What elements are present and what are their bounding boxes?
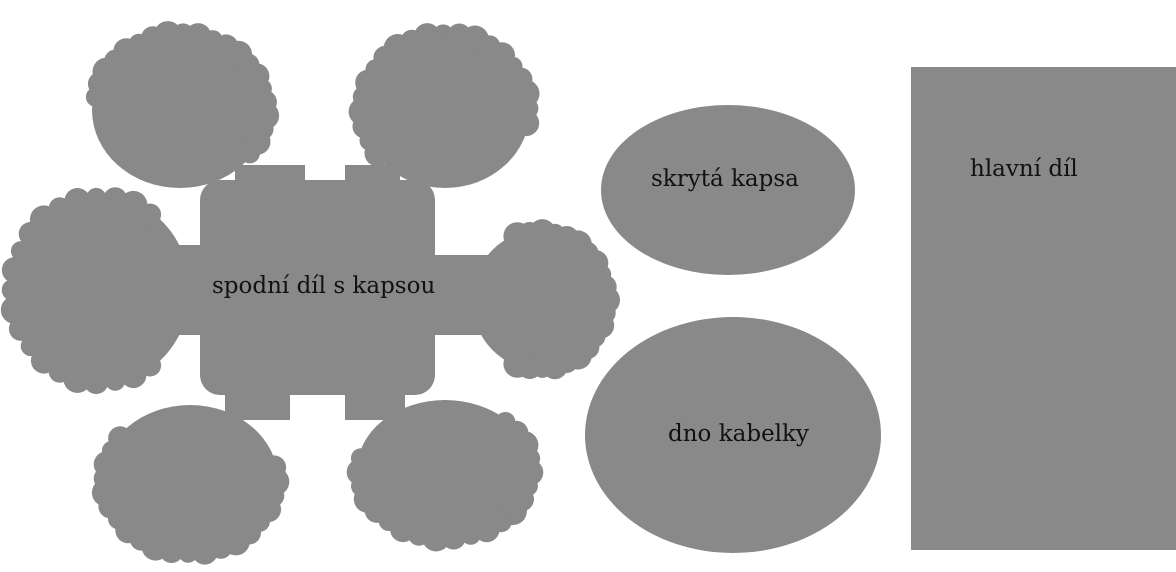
main-rect bbox=[911, 67, 1176, 550]
neck-bottom-right bbox=[345, 370, 405, 420]
petal-scallop bbox=[178, 542, 199, 563]
petal-scallop bbox=[86, 187, 107, 208]
petal-scallop bbox=[10, 241, 31, 262]
petal-scallop bbox=[139, 203, 162, 226]
flower-core bbox=[200, 180, 435, 395]
petal-scallop bbox=[460, 524, 481, 545]
petal-scallop bbox=[108, 426, 133, 451]
petal-top-left bbox=[92, 32, 268, 188]
petal-top-right bbox=[360, 32, 530, 188]
main-label: hlavní díl bbox=[970, 156, 1078, 182]
bottom-label: dno kabelky bbox=[668, 421, 809, 447]
petal-scallop bbox=[350, 448, 371, 469]
petal-scallop bbox=[30, 347, 57, 374]
petal-scallop bbox=[0, 295, 29, 324]
pocket-oval bbox=[601, 105, 855, 275]
petal-scallop bbox=[414, 23, 441, 50]
petal-scallop bbox=[1, 257, 28, 284]
flower-piece bbox=[0, 21, 620, 565]
petal-scallop bbox=[20, 336, 41, 357]
petal-scallop bbox=[503, 349, 532, 378]
flower-label: spodní díl s kapsou bbox=[212, 273, 435, 299]
pocket-label: skrytá kapsa bbox=[651, 166, 799, 192]
petal-scallop bbox=[105, 370, 126, 391]
petal-right bbox=[472, 230, 608, 370]
petal-scallop bbox=[120, 362, 147, 389]
petal-scallop bbox=[191, 538, 218, 565]
neck-left bbox=[170, 245, 230, 335]
neck-top-left bbox=[235, 165, 305, 215]
petal-scallop bbox=[64, 188, 91, 214]
neck-bottom-left bbox=[225, 370, 290, 420]
neck-right bbox=[420, 255, 490, 335]
petal-scallop bbox=[513, 110, 540, 137]
bottom-oval bbox=[585, 317, 881, 553]
petal-scallop bbox=[1, 279, 24, 301]
petal-scallop bbox=[239, 143, 260, 164]
neck-top-right bbox=[345, 165, 400, 215]
petal-left bbox=[10, 195, 190, 385]
petal-bottom-right bbox=[357, 400, 533, 540]
petal-bottom-left bbox=[102, 405, 278, 555]
